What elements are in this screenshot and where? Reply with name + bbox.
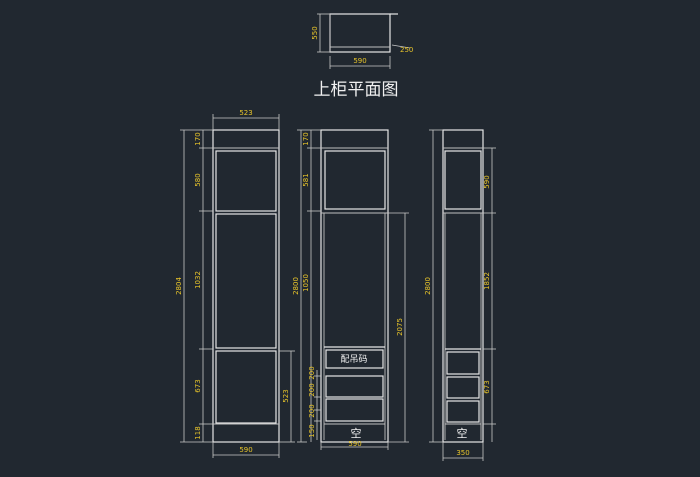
left-rlower-label: 523 bbox=[282, 389, 290, 402]
plan-side-leader bbox=[391, 44, 411, 49]
left-lower-label: 673 bbox=[194, 379, 202, 392]
left-bottom-label: 590 bbox=[239, 446, 252, 454]
left-base-label: 118 bbox=[194, 426, 202, 439]
plan-side-label: 250 bbox=[400, 46, 413, 54]
mid-upper-box bbox=[324, 150, 386, 210]
mid-empty-note: 空 bbox=[351, 426, 362, 440]
right-lower-label: 673 bbox=[483, 380, 491, 393]
mid-bottom-label: 590 bbox=[348, 440, 361, 448]
plan-outline bbox=[329, 13, 391, 53]
mid-drawer-1 bbox=[325, 375, 384, 398]
left-total-label: 2804 bbox=[175, 277, 183, 295]
right-upper-label: 590 bbox=[483, 175, 491, 188]
plan-depth-label: 550 bbox=[311, 26, 319, 39]
left-mid-door bbox=[215, 213, 277, 349]
mid-d1-label: 200 bbox=[308, 366, 316, 379]
left-outline bbox=[212, 129, 280, 443]
mid-inner-label: 1050 bbox=[302, 274, 310, 292]
right-upper-door bbox=[444, 150, 482, 210]
mid-upper-label: 581 bbox=[302, 173, 310, 186]
right-mid-label: 1852 bbox=[483, 272, 491, 290]
drawing-title: 上柜平面图 bbox=[314, 80, 399, 100]
left-elevation: 523 170 580 1032 673 118 2804 523 590 bbox=[175, 109, 295, 458]
left-lower-door bbox=[215, 350, 277, 424]
right-bottom-label: 350 bbox=[456, 449, 469, 457]
right-elevation: 空 2800 590 1852 673 350 bbox=[424, 129, 496, 461]
hanger-note: 配吊码 bbox=[340, 354, 367, 365]
left-width-label: 523 bbox=[239, 109, 252, 117]
mid-outline bbox=[320, 129, 389, 443]
right-drawer-3 bbox=[446, 400, 480, 423]
right-total-label: 2800 bbox=[424, 277, 432, 295]
middle-elevation: 配吊码 空 170 581 1050 200 200 200 150 2800 … bbox=[292, 129, 409, 450]
plan-width-label: 590 bbox=[353, 57, 366, 65]
mid-hanger-box bbox=[325, 349, 384, 369]
right-outline bbox=[442, 129, 484, 443]
mid-long-label: 2075 bbox=[396, 318, 404, 336]
mid-d4-label: 150 bbox=[308, 424, 316, 437]
mid-d3-label: 200 bbox=[308, 404, 316, 417]
right-drawer-1 bbox=[446, 351, 480, 375]
mid-total-label: 2800 bbox=[292, 277, 300, 295]
right-drawer-2 bbox=[446, 376, 480, 399]
left-upper-label: 580 bbox=[194, 173, 202, 186]
mid-d2-label: 200 bbox=[308, 383, 316, 396]
mid-drawer-2 bbox=[325, 398, 384, 422]
mid-top-label: 170 bbox=[302, 132, 310, 145]
left-upper-door bbox=[215, 150, 277, 212]
right-empty-note: 空 bbox=[457, 426, 468, 440]
left-mid-label: 1032 bbox=[194, 271, 202, 289]
plan-view: 550 590 250 bbox=[311, 13, 413, 69]
left-top-label: 170 bbox=[194, 132, 202, 145]
